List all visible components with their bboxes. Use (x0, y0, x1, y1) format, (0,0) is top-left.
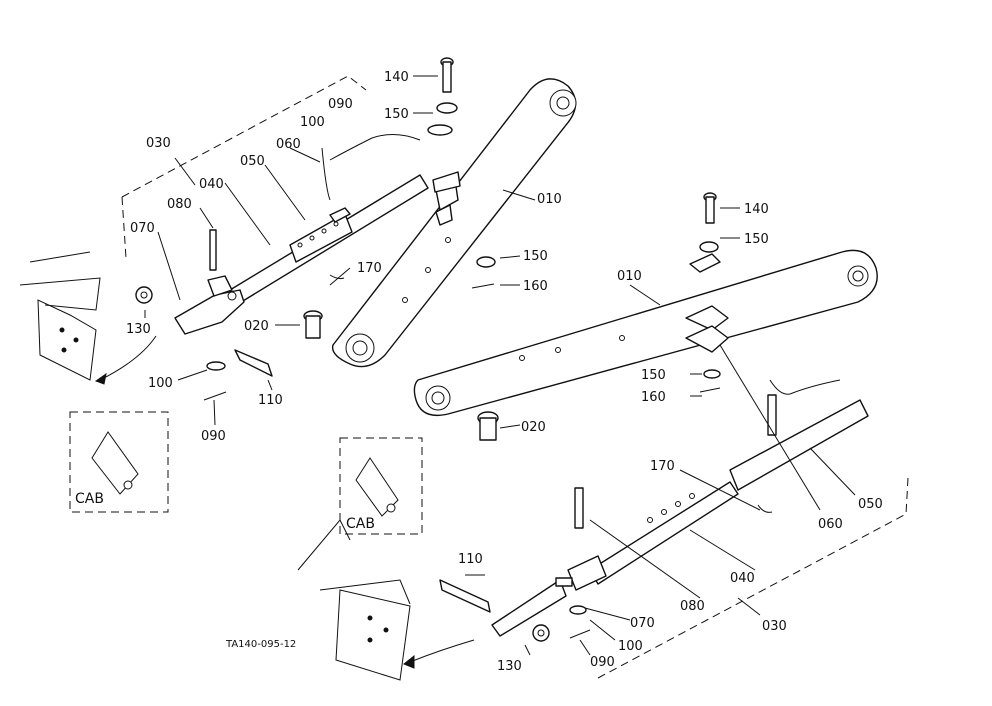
label-140-upper: 140 (384, 70, 409, 85)
label-030-left: 030 (146, 136, 171, 151)
label-130-right: 130 (497, 659, 522, 674)
label-060-left: 060 (276, 137, 301, 152)
label-050-right: 050 (858, 497, 883, 512)
label-110-right: 110 (458, 552, 483, 567)
label-040-left: 040 (199, 177, 224, 192)
drawing-code: TA140-095-12 (225, 639, 296, 650)
tractor-rear-right (297, 519, 475, 681)
label-150-right: 150 (744, 232, 769, 247)
label-020-right: 020 (521, 420, 546, 435)
lift-arm-upper (331, 78, 577, 368)
label-050-left: 050 (240, 154, 265, 169)
pin-160-mid (471, 283, 495, 289)
label-140-right: 140 (744, 202, 769, 217)
label-160-mid: 160 (523, 279, 548, 294)
stabilizer-right (439, 379, 869, 642)
label-150-mid: 150 (523, 249, 548, 264)
washer-150-lower (703, 369, 721, 379)
pin-140-upper (436, 57, 458, 114)
label-010-upper: 010 (537, 192, 562, 207)
cab-inset-left (69, 411, 169, 513)
label-cab-left: CAB (75, 491, 104, 507)
label-130-left: 130 (126, 322, 151, 337)
lift-arm-lower (413, 249, 878, 417)
label-090-left: 090 (201, 429, 226, 444)
label-090-top: 090 (328, 97, 353, 112)
pin-020-upper (303, 310, 323, 339)
label-100-top: 100 (300, 115, 325, 130)
label-040-right: 040 (730, 571, 755, 586)
label-060-right: 060 (818, 517, 843, 532)
label-110-left: 110 (258, 393, 283, 408)
label-090-right: 090 (590, 655, 615, 670)
label-080-right: 080 (680, 599, 705, 614)
stabilizer-left (135, 124, 461, 401)
label-160-lower: 160 (641, 390, 666, 405)
label-070-right: 070 (630, 616, 655, 631)
pin-140-right (689, 192, 721, 273)
cab-inset-right (339, 437, 423, 535)
leader-lines (144, 75, 856, 656)
label-080-left: 080 (167, 197, 192, 212)
label-100-right: 100 (618, 639, 643, 654)
group-030-left-side (121, 196, 127, 259)
tractor-rear-left (19, 251, 157, 385)
washer-150-mid (476, 256, 496, 268)
label-030-right: 030 (762, 619, 787, 634)
group-030-left-frame (121, 75, 367, 198)
label-150-lower: 150 (641, 368, 666, 383)
pin-020-lower (477, 411, 499, 441)
label-100-left: 100 (148, 376, 173, 391)
label-070-left: 070 (130, 221, 155, 236)
label-010-lower: 010 (617, 269, 642, 284)
pin-160-lower (699, 387, 721, 393)
label-150-upper: 150 (384, 107, 409, 122)
label-170-right: 170 (650, 459, 675, 474)
label-170-left: 170 (357, 261, 382, 276)
label-cab-right: CAB (346, 516, 375, 532)
label-020-left: 020 (244, 319, 269, 334)
